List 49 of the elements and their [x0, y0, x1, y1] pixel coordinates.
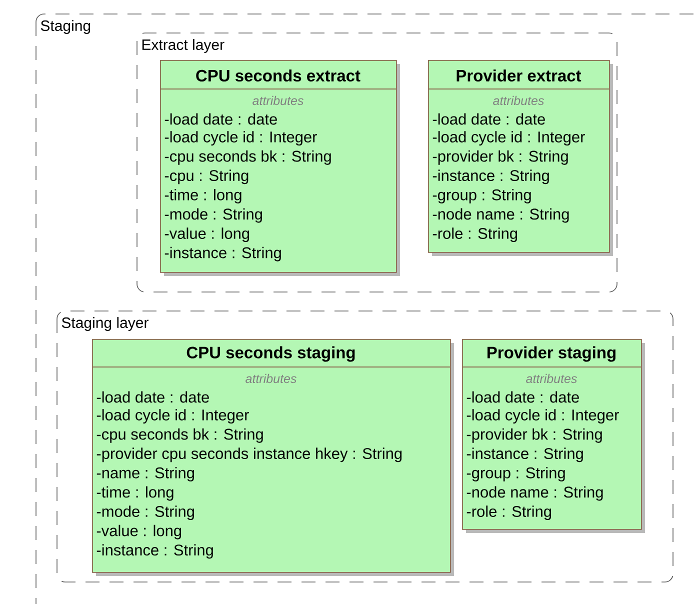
- attribute: -cpu seconds bk : String: [96, 428, 263, 443]
- attribute: -instance : String: [96, 544, 213, 559]
- attribute: -load cycle id : Integer: [96, 409, 249, 424]
- attribute: -time : long: [164, 188, 242, 204]
- class-box: [428, 60, 613, 256]
- attribute: -mode : String: [164, 208, 262, 223]
- attribute: -load date : date: [432, 113, 545, 125]
- attribute: -node name : String: [432, 208, 569, 223]
- package-label: Staging: [40, 20, 90, 34]
- attribute: -instance : String: [164, 246, 281, 262]
- attribute: -load date : date: [466, 391, 579, 403]
- attribute: -cpu : String: [164, 170, 248, 184]
- attribute: -group : String: [432, 188, 531, 204]
- attribute: -provider bk : String: [466, 428, 602, 443]
- class-box: [160, 60, 400, 276]
- attribute: -load date : date: [96, 391, 209, 403]
- class-name: Provider staging: [488, 346, 616, 362]
- attribute: -value : long: [96, 524, 182, 540]
- attribute: -role : String: [432, 228, 518, 242]
- attribute: -cpu seconds bk : String: [164, 150, 331, 165]
- compartment-label: attributes: [526, 374, 577, 384]
- package-label: Staging layer: [62, 317, 148, 331]
- attribute: -name : String: [96, 466, 194, 482]
- attribute: -instance : String: [432, 170, 549, 184]
- compartment-label: attributes: [493, 96, 544, 106]
- class-name: CPU seconds staging: [186, 346, 355, 362]
- class-name: CPU seconds extract: [196, 69, 360, 82]
- attribute: -provider cpu seconds instance hkey : String: [96, 448, 402, 462]
- package-label: Extract layer: [142, 39, 224, 53]
- package-frame: [136, 32, 618, 292]
- attribute: -instance : String: [466, 448, 583, 462]
- class-box: [92, 339, 454, 576]
- package-frame: [36, 14, 696, 604]
- attribute: -load cycle id : Integer: [466, 409, 619, 424]
- package-frame: [56, 310, 674, 582]
- attribute: -node name : String: [466, 486, 603, 501]
- compartment-label: attributes: [246, 374, 296, 384]
- class-box: [462, 339, 645, 533]
- attribute: -time : long: [96, 486, 174, 501]
- attribute: -role : String: [466, 506, 552, 520]
- attribute: -value : long: [164, 228, 250, 242]
- attribute: -load cycle id : Integer: [432, 131, 585, 146]
- attribute: -load date : date: [164, 113, 277, 125]
- compartment-label: attributes: [252, 96, 304, 106]
- attribute: -provider bk : String: [432, 150, 568, 165]
- attribute: -mode : String: [96, 506, 194, 520]
- class-name: Provider extract: [456, 69, 582, 82]
- attribute: -group : String: [466, 466, 565, 482]
- attribute: -load cycle id : Integer: [164, 131, 317, 146]
